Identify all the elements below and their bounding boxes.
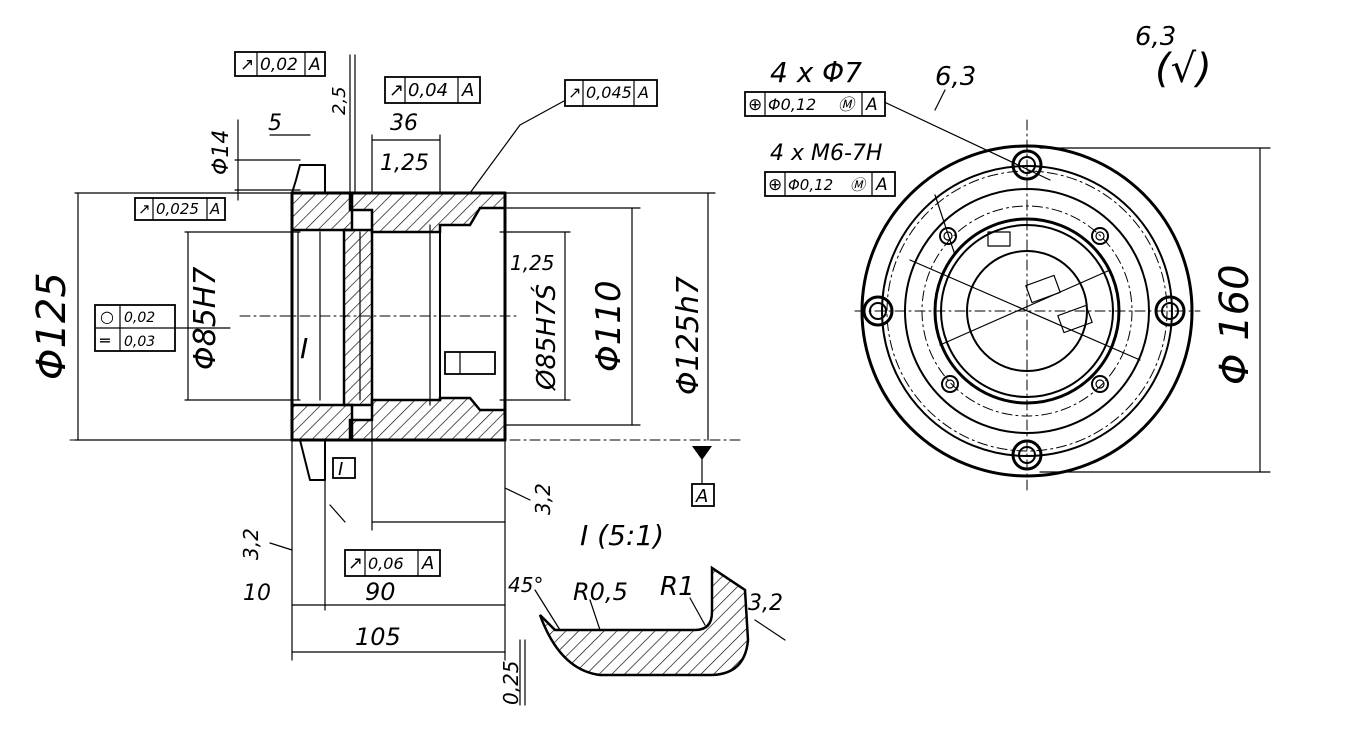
dim-d125h7: Φ125h7	[671, 276, 706, 395]
tolerance-frame-1: ↗ 0,02 A	[234, 51, 326, 77]
dim-l25: 2,5	[329, 86, 350, 115]
dim-l105: 105	[355, 623, 401, 651]
tol-5-val: 0,06	[368, 554, 404, 573]
tol-4-sym: ↗	[138, 200, 151, 218]
tol-5-ref: A	[421, 553, 434, 574]
tolerance-frame-2: ↗ 0,04 A	[384, 76, 481, 104]
threads-tol-mod: Ⓜ	[850, 176, 867, 194]
section-web	[342, 228, 374, 407]
detail-title: I (5:1)	[580, 519, 664, 552]
roughness-32-a: 3,2	[531, 483, 555, 515]
holes-tol-mod: Ⓜ	[838, 95, 856, 114]
threads-tol-ref: A	[875, 175, 888, 195]
section-top-wall	[330, 191, 507, 234]
dim-d110: Φ110	[589, 280, 629, 372]
tol-1-sym: ↗	[240, 55, 254, 75]
roughness-32-b: 3,2	[239, 528, 263, 560]
dim-d85b: Ø85H7Ś	[530, 284, 562, 391]
holes-tol-frame: ⊕ Φ0,12 Ⓜ A	[744, 91, 886, 117]
tol-round-sym: ○	[100, 307, 114, 326]
threads-tol-frame: ⊕ Φ0,12 Ⓜ A	[764, 171, 896, 197]
dim-l5: 5	[268, 111, 282, 136]
detail-mark: I	[300, 332, 308, 365]
threads-tol-val: Φ0,12	[788, 176, 833, 194]
front-view-labels: 6,3 (√) 6,3 4 x Φ7 4 x M6-7H Φ 160 ⊕ Φ0,…	[744, 22, 1258, 385]
tol-flat-sym: ═	[99, 331, 110, 350]
front-view	[854, 89, 1271, 491]
holes-tol-ref: A	[865, 95, 878, 115]
detail-chamfer: 45°	[508, 573, 543, 597]
outer-dia-label: Φ 160	[1212, 264, 1258, 385]
tol-1-val: 0,02	[260, 55, 298, 75]
detail-mark-small: I	[338, 459, 343, 480]
tol-4-ref: A	[209, 200, 220, 218]
datum-triangle	[692, 446, 712, 460]
chamfer-bore: 1,25	[510, 251, 555, 275]
tol-round-val: 0,02	[124, 310, 155, 326]
side-section-view	[69, 54, 741, 706]
dim-l10: 10	[243, 581, 271, 606]
detail-section	[538, 565, 750, 677]
section-flange-top	[290, 191, 354, 232]
tol-2-ref: A	[461, 80, 474, 101]
holes-tol-val: Φ0,12	[768, 95, 816, 114]
datum-letter: A	[695, 486, 708, 507]
small-frame-inside-bore	[444, 351, 496, 375]
dim-l36: 36	[390, 111, 418, 136]
detail-view: I (5:1) 45° R0,5 R1 3,2	[508, 519, 786, 677]
flange-lower-hub	[299, 439, 326, 481]
dim-d125: Φ125	[29, 272, 75, 380]
tol-3-sym: ↗	[568, 83, 581, 102]
roughness-check: (√)	[1155, 46, 1212, 92]
dim-d14: Φ14	[209, 130, 234, 175]
flange-hub	[291, 164, 326, 194]
tol-1-ref: A	[308, 55, 321, 75]
threads-tol-sym: ⊕	[768, 175, 782, 195]
tol-3-ref: A	[637, 83, 649, 102]
dim-d85: Φ85H7	[188, 267, 223, 370]
tolerance-frame-5: ↗ 0,06 A	[344, 549, 441, 577]
section-flange-bottom	[290, 403, 354, 442]
tolerance-frame-3: ↗ 0,045 A	[564, 79, 658, 107]
dim-l025: 0,25	[499, 660, 523, 705]
detail-r1: R1	[660, 572, 695, 602]
side-view-labels: Φ125 Φ14 Φ85H7 Ø85H7Ś Φ110 Φ125h7 5 2,5 …	[29, 86, 715, 705]
dim-l90: 90	[365, 578, 396, 606]
roughness-general: 6,3	[1135, 22, 1176, 52]
through-holes	[862, 149, 1186, 471]
chamfer-top: 1,25	[380, 151, 429, 176]
bore-contour	[371, 231, 441, 401]
tol-4-val: 0,025	[156, 200, 199, 218]
tol-5-sym: ↗	[348, 553, 363, 574]
detail-roughness: 3,2	[748, 591, 783, 616]
form-tolerance-frames: ○ 0,02 ═ 0,03	[94, 304, 231, 352]
threaded-holes	[939, 227, 1109, 393]
threads-label: 4 x M6-7H	[770, 141, 882, 166]
holes-label: 4 x Φ7	[770, 56, 862, 89]
tol-3-val: 0,045	[586, 83, 632, 102]
tol-flat-val: 0,03	[124, 334, 155, 350]
roughness-face: 6,3	[935, 62, 976, 92]
tolerance-frame-4: ↗ 0,025 A	[134, 197, 226, 221]
holes-tol-sym: ⊕	[748, 95, 762, 115]
detail-r05: R0,5	[573, 578, 628, 606]
tol-2-sym: ↗	[389, 80, 404, 101]
tol-2-val: 0,04	[408, 80, 448, 101]
